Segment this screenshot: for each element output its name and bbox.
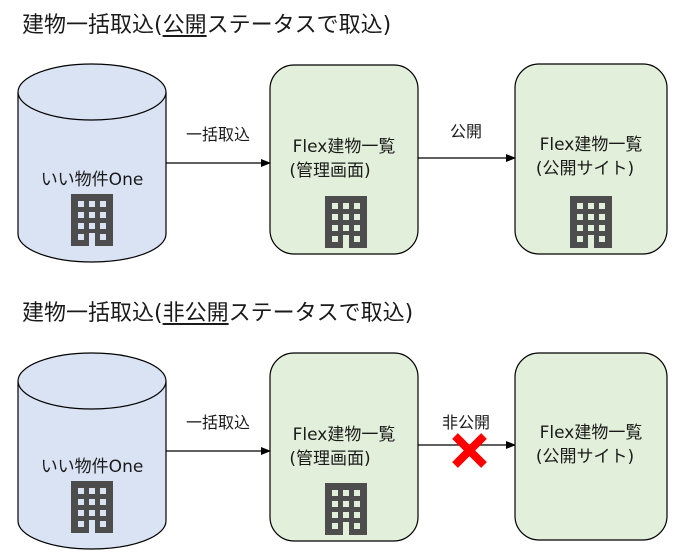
section-public: いい物件One 一括取込 Flex建物一覧 (管理画面) 公開 Flex建物一覧… <box>17 63 668 263</box>
admin-box <box>269 352 419 542</box>
import-edge: 一括取込 <box>166 413 271 455</box>
building-icon <box>325 196 367 248</box>
public-label-line2: (公開サイト) <box>536 159 634 179</box>
import-edge-label: 一括取込 <box>186 413 250 432</box>
section-private: いい物件One 一括取込 Flex建物一覧 (管理画面) 非公開 <box>17 352 668 550</box>
section-title-private: 建物一括取込(非公開ステータスで取込) <box>22 300 413 328</box>
import-edge: 一括取込 <box>166 125 271 167</box>
public-list-node: Flex建物一覧 (公開サイト) <box>514 63 668 255</box>
building-icon <box>570 196 612 248</box>
title-suffix: ステータスで取込) <box>228 301 414 326</box>
building-icon <box>325 483 367 535</box>
public-label-line1: Flex建物一覧 <box>540 423 643 443</box>
private-edge-label: 非公開 <box>442 413 490 432</box>
private-edge: 非公開 <box>418 413 516 468</box>
admin-list-node: Flex建物一覧 (管理画面) <box>269 64 419 255</box>
building-icon <box>71 481 113 533</box>
publish-edge: 公開 <box>418 122 516 162</box>
admin-label-line1: Flex建物一覧 <box>293 137 396 157</box>
admin-box <box>269 64 419 255</box>
cylinder-body <box>17 92 167 263</box>
admin-label-line2: (管理画面) <box>289 449 370 469</box>
title-prefix: 建物一括取込( <box>22 301 163 326</box>
cylinder-top <box>17 63 167 121</box>
source-label: いい物件One <box>41 170 144 190</box>
admin-label-line1: Flex建物一覧 <box>293 425 396 445</box>
title-status-underlined: 非公開 <box>162 301 229 326</box>
cylinder-body <box>17 381 167 550</box>
title-prefix: 建物一括取込( <box>22 13 163 38</box>
publish-edge-label: 公開 <box>450 122 482 141</box>
public-box <box>514 63 668 255</box>
import-edge-label: 一括取込 <box>186 125 250 144</box>
source-database-node: いい物件One <box>17 352 167 550</box>
source-label: いい物件One <box>41 457 144 477</box>
cylinder-top <box>17 352 167 410</box>
source-database-node: いい物件One <box>17 63 167 263</box>
admin-list-node: Flex建物一覧 (管理画面) <box>269 352 419 542</box>
public-list-node: Flex建物一覧 (公開サイト) <box>514 352 668 541</box>
public-box <box>514 352 668 541</box>
title-suffix: ステータスで取込) <box>206 13 392 38</box>
cross-icon <box>452 433 487 468</box>
section-title-public: 建物一括取込(公開ステータスで取込) <box>22 12 391 40</box>
building-icon <box>71 194 113 246</box>
title-status-underlined: 公開 <box>162 13 207 38</box>
admin-label-line2: (管理画面) <box>289 161 370 181</box>
public-label-line2: (公開サイト) <box>536 447 634 467</box>
public-label-line1: Flex建物一覧 <box>540 135 643 155</box>
